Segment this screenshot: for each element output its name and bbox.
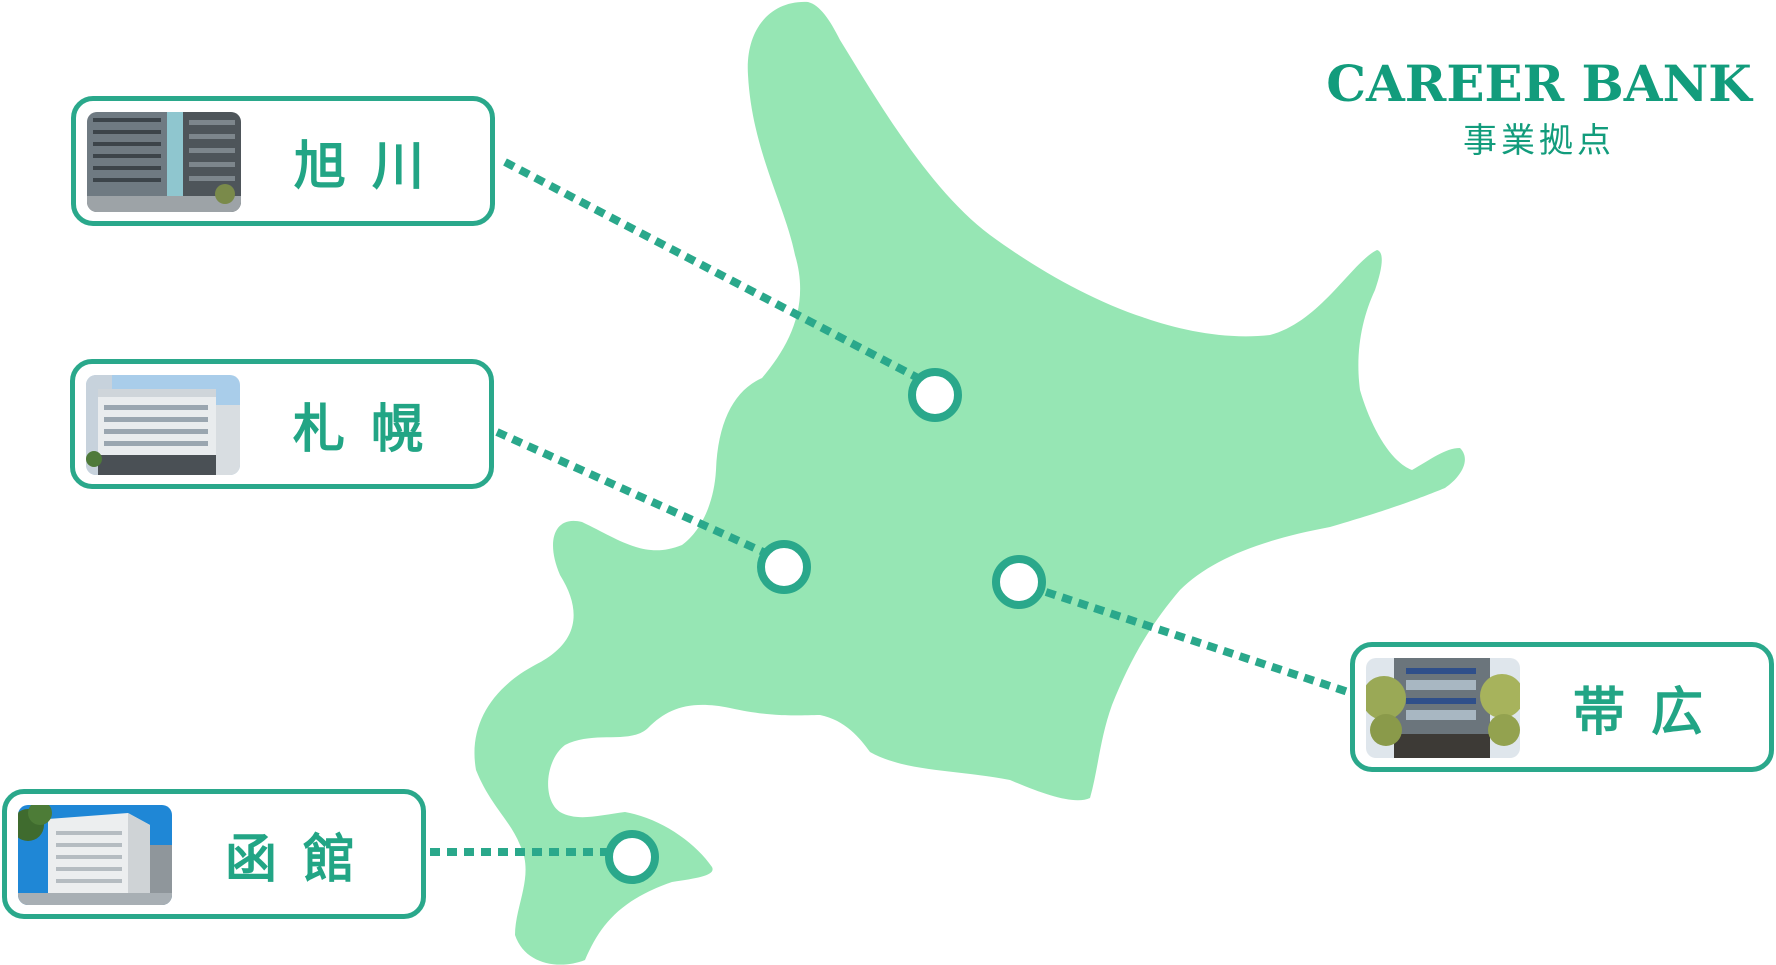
marker-obihiro[interactable] bbox=[992, 555, 1046, 609]
office-card-obihiro[interactable]: 帯広 bbox=[1350, 642, 1774, 772]
brand-block: CAREER BANK 事業拠点 bbox=[1302, 54, 1776, 164]
hokkaido-landmass bbox=[474, 1, 1465, 965]
office-building-photo bbox=[87, 112, 241, 212]
office-card-hakodate[interactable]: 函館 bbox=[2, 789, 426, 919]
office-name-sapporo: 札幌 bbox=[292, 399, 449, 460]
office-building-photo bbox=[18, 805, 172, 905]
office-name-obihiro: 帯広 bbox=[1572, 682, 1729, 743]
location-markers bbox=[605, 368, 1046, 884]
marker-hakodate[interactable] bbox=[605, 830, 659, 884]
office-card-sapporo[interactable]: 札幌 bbox=[70, 359, 494, 489]
office-card-asahikawa[interactable]: 旭川 bbox=[71, 96, 495, 226]
brand-title: CAREER BANK bbox=[1326, 54, 1752, 113]
connector-asahikawa bbox=[503, 158, 920, 382]
office-building-photo bbox=[86, 375, 240, 475]
office-name-asahikawa: 旭川 bbox=[293, 136, 450, 197]
marker-sapporo[interactable] bbox=[757, 540, 811, 594]
connector-lines bbox=[430, 158, 1350, 856]
office-building-photo bbox=[1366, 658, 1520, 758]
office-name-hakodate: 函館 bbox=[224, 829, 381, 890]
marker-asahikawa[interactable] bbox=[908, 368, 962, 422]
brand-subtitle: 事業拠点 bbox=[1463, 121, 1615, 161]
connector-obihiro bbox=[1044, 588, 1350, 696]
